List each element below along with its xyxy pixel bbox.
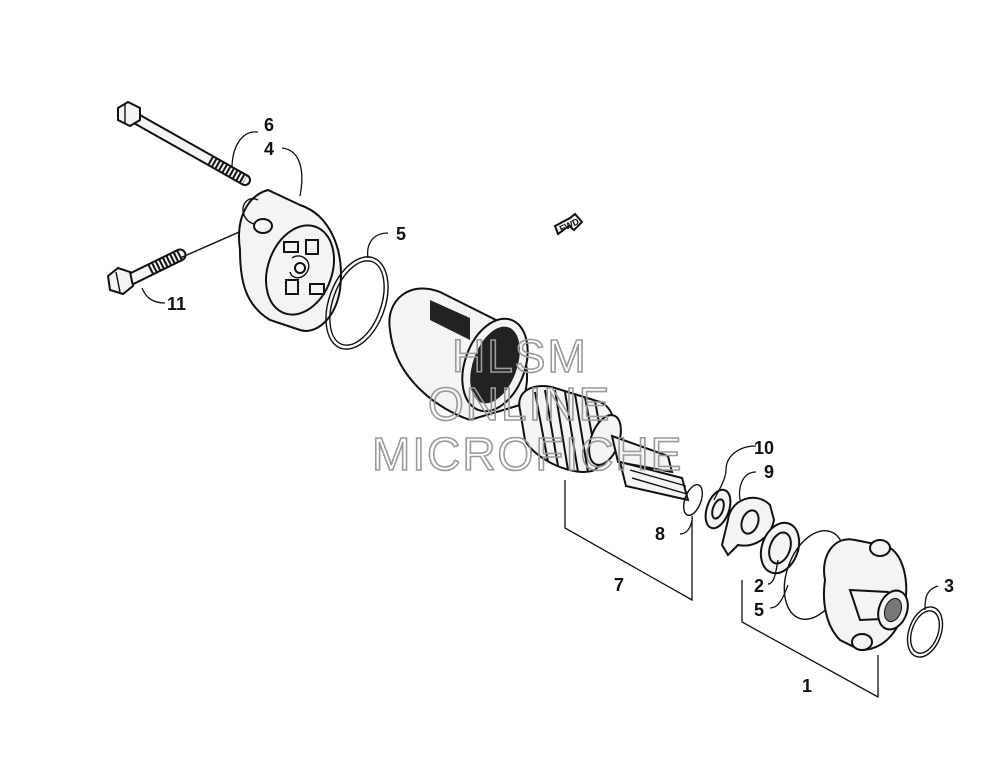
callout-5-upper: 5 [396, 224, 406, 244]
svg-text:HLSM: HLSM [452, 330, 588, 382]
callout-6: 6 [264, 115, 274, 135]
callout-1: 1 [802, 676, 812, 696]
rear-end-cap [238, 188, 342, 332]
callout-4: 4 [264, 139, 274, 159]
watermark: HLSM ONLINE MICROFICHE [371, 329, 683, 481]
snap-ring [683, 484, 703, 516]
svg-text:MICROFICHE: MICROFICHE [372, 428, 683, 480]
callout-9: 9 [764, 462, 774, 482]
svg-text:ONLINE: ONLINE [428, 378, 611, 430]
bearing [759, 521, 801, 575]
short-bolt [106, 248, 187, 296]
front-end-cap [822, 538, 909, 652]
callout-10: 10 [754, 438, 774, 458]
o-ring-rear [325, 256, 389, 350]
callout-11: 11 [167, 294, 186, 314]
callout-8: 8 [655, 524, 665, 544]
callout-3: 3 [944, 576, 954, 596]
leader-lines [141, 131, 939, 699]
forward-arrow-icon: FWD [553, 212, 584, 236]
callout-5-lower: 5 [754, 600, 764, 620]
callout-2: 2 [754, 576, 764, 596]
front-snap-ring [906, 606, 944, 658]
motor-housing [388, 287, 529, 422]
tab-washer [720, 496, 776, 557]
armature [518, 385, 690, 502]
callout-7: 7 [614, 575, 624, 595]
long-bolt [117, 100, 251, 186]
